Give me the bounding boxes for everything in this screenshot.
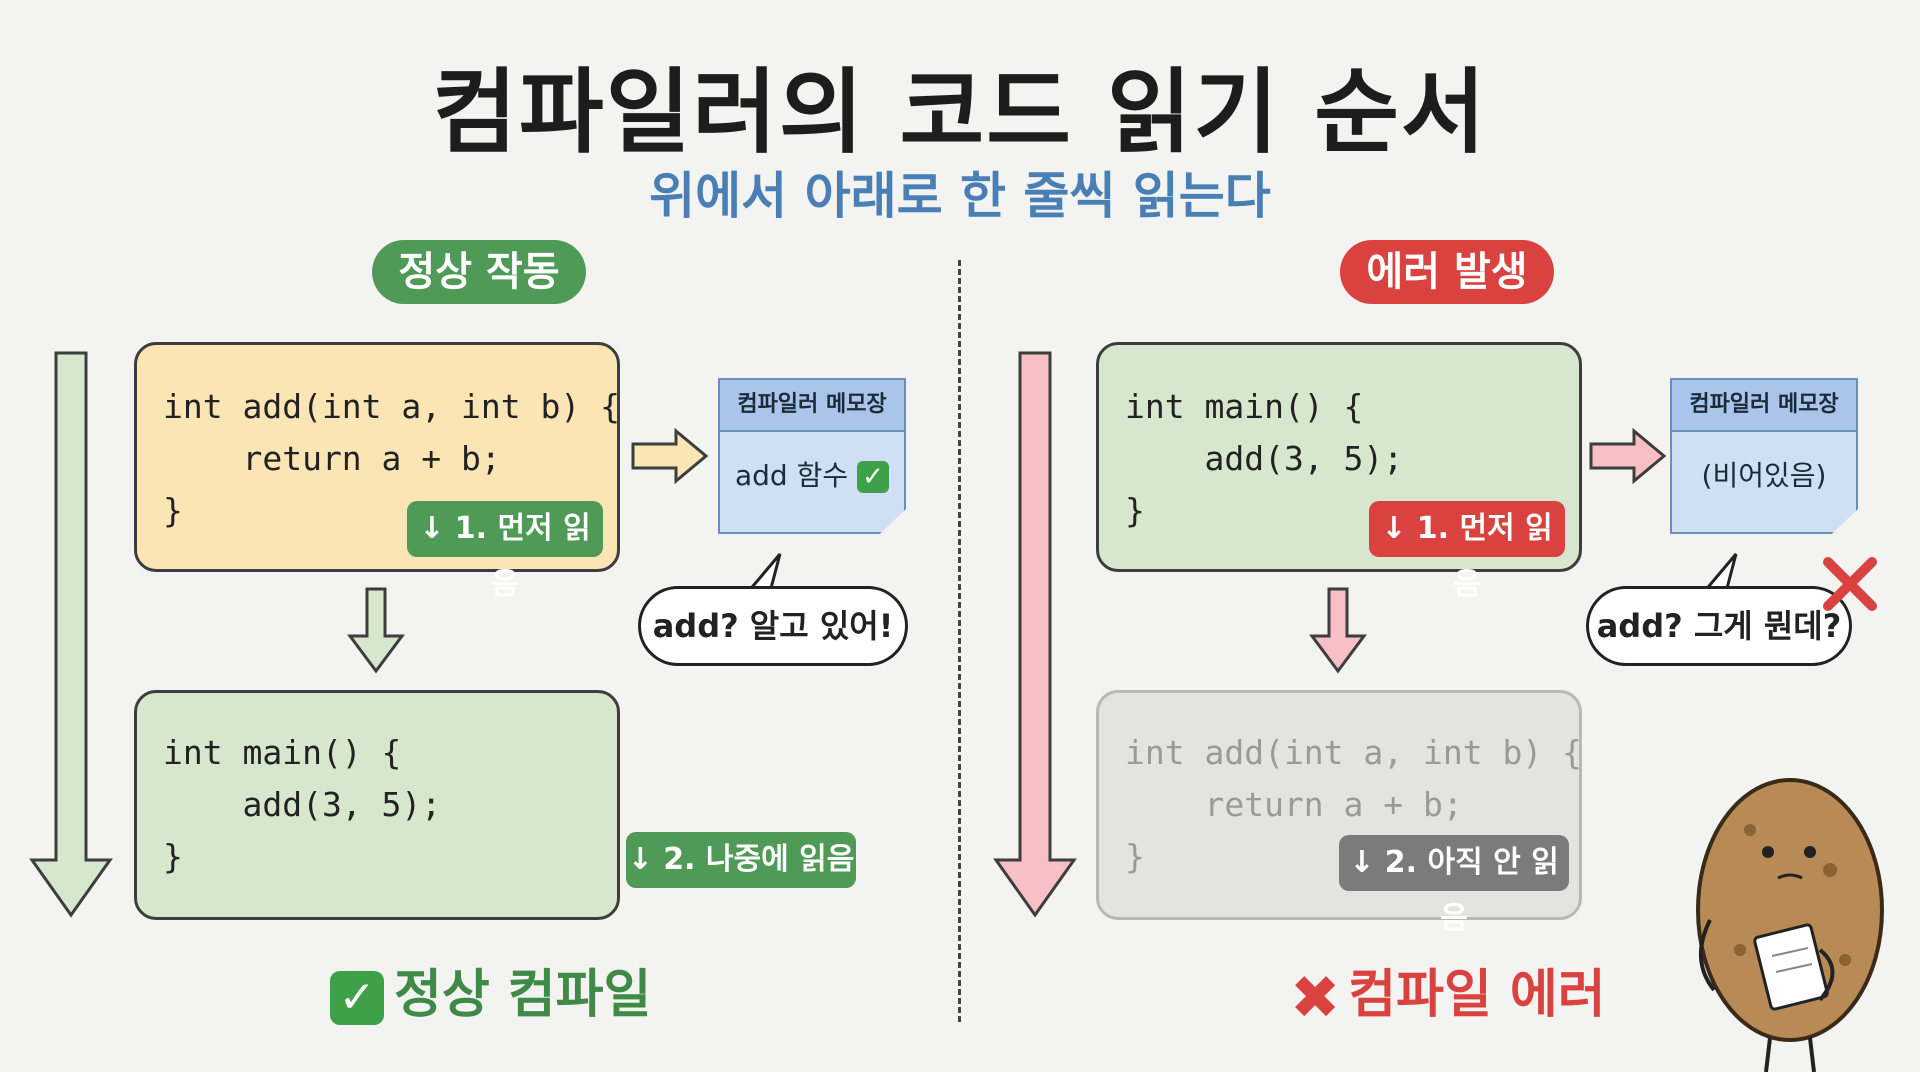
left-top-code: int add(int a, int b) { return a + b;} [163,381,620,537]
left-bottom-code: int main() { add(3, 5);} [163,727,441,883]
memo-text: add 함수 [734,459,849,492]
left-bottom-code-box: int main() { add(3, 5);} [134,690,620,920]
cross-icon: ✖ [1290,963,1341,1033]
code-line: } [163,837,183,876]
memo-body: (비어있음) [1701,459,1827,492]
result-text: 정상 컴파일 [394,965,652,1025]
right-top-tag: ↓ 1. 먼저 읽음 [1369,501,1565,602]
code-line: int main() { [163,733,402,772]
left-memo-pad: 컴파일러 메모장 add 함수 ✓ [718,378,906,534]
left-speech-bubble: add? 알고 있어! [638,586,908,666]
left-bottom-tag: ↓ 2. 나중에 읽음 [626,832,856,888]
right-arrow-icon [1589,428,1667,484]
code-line: } [1125,491,1145,530]
memo-body: add 함수 ✓ [720,454,904,494]
code-line: add(3, 5); [1125,439,1404,478]
code-line: int add(int a, int b) { [163,387,620,426]
left-top-code-box: int add(int a, int b) { return a + b;} ↓… [134,342,620,602]
code-line: return a + b; [1125,785,1463,824]
right-bottom-tag: ↓ 2. 아직 안 읽음 [1339,835,1569,936]
right-top-code-box: int main() { add(3, 5);} ↓ 1. 먼저 읽음 [1096,342,1582,602]
result-text: 컴파일 에러 [1348,965,1606,1025]
memo-title: 컴파일러 메모장 [1672,380,1856,432]
center-divider [958,260,961,1022]
check-icon: ✓ [330,971,384,1025]
code-line: int add(int a, int b) { [1125,733,1582,772]
left-result: ✓정상 컴파일 [330,960,651,1030]
page-subtitle: 위에서 아래로 한 줄씩 읽는다 [649,167,1271,225]
right-bottom-code: int add(int a, int b) { return a + b;} [1125,727,1582,883]
check-icon: ✓ [857,461,890,493]
right-memo-pad: 컴파일러 메모장 (비어있음) [1670,378,1858,534]
right-speech-bubble: add? 그게 뭔데? [1586,586,1852,666]
code-line: add(3, 5); [163,785,442,824]
badge-normal: 정상 작동 [372,240,586,304]
bubble-tail-icon [1702,553,1738,592]
memo-title: 컴파일러 메모장 [720,380,904,432]
down-arrow-icon [1309,587,1367,674]
down-arrow-icon [347,587,405,674]
page-title: 컴파일러의 코드 읽기 순서 [432,59,1488,166]
flow-arrow-right-icon [993,351,1077,918]
flow-arrow-left-icon [29,351,113,918]
code-line: } [1125,837,1145,876]
right-top-code: int main() { add(3, 5);} [1125,381,1403,537]
bubble-tail-icon [746,553,782,592]
code-line: } [163,491,183,530]
right-bottom-code-box: int add(int a, int b) { return a + b;} ↓… [1096,690,1582,936]
potato-mascot-icon [1696,778,1884,1072]
right-arrow-icon [631,428,709,484]
code-line: int main() { [1125,387,1364,426]
badge-error: 에러 발생 [1340,240,1554,304]
left-top-tag: ↓ 1. 먼저 읽음 [407,501,603,602]
cross-icon [1823,557,1877,611]
right-result: ✖컴파일 에러 [1290,960,1606,1033]
code-line: return a + b; [163,439,501,478]
